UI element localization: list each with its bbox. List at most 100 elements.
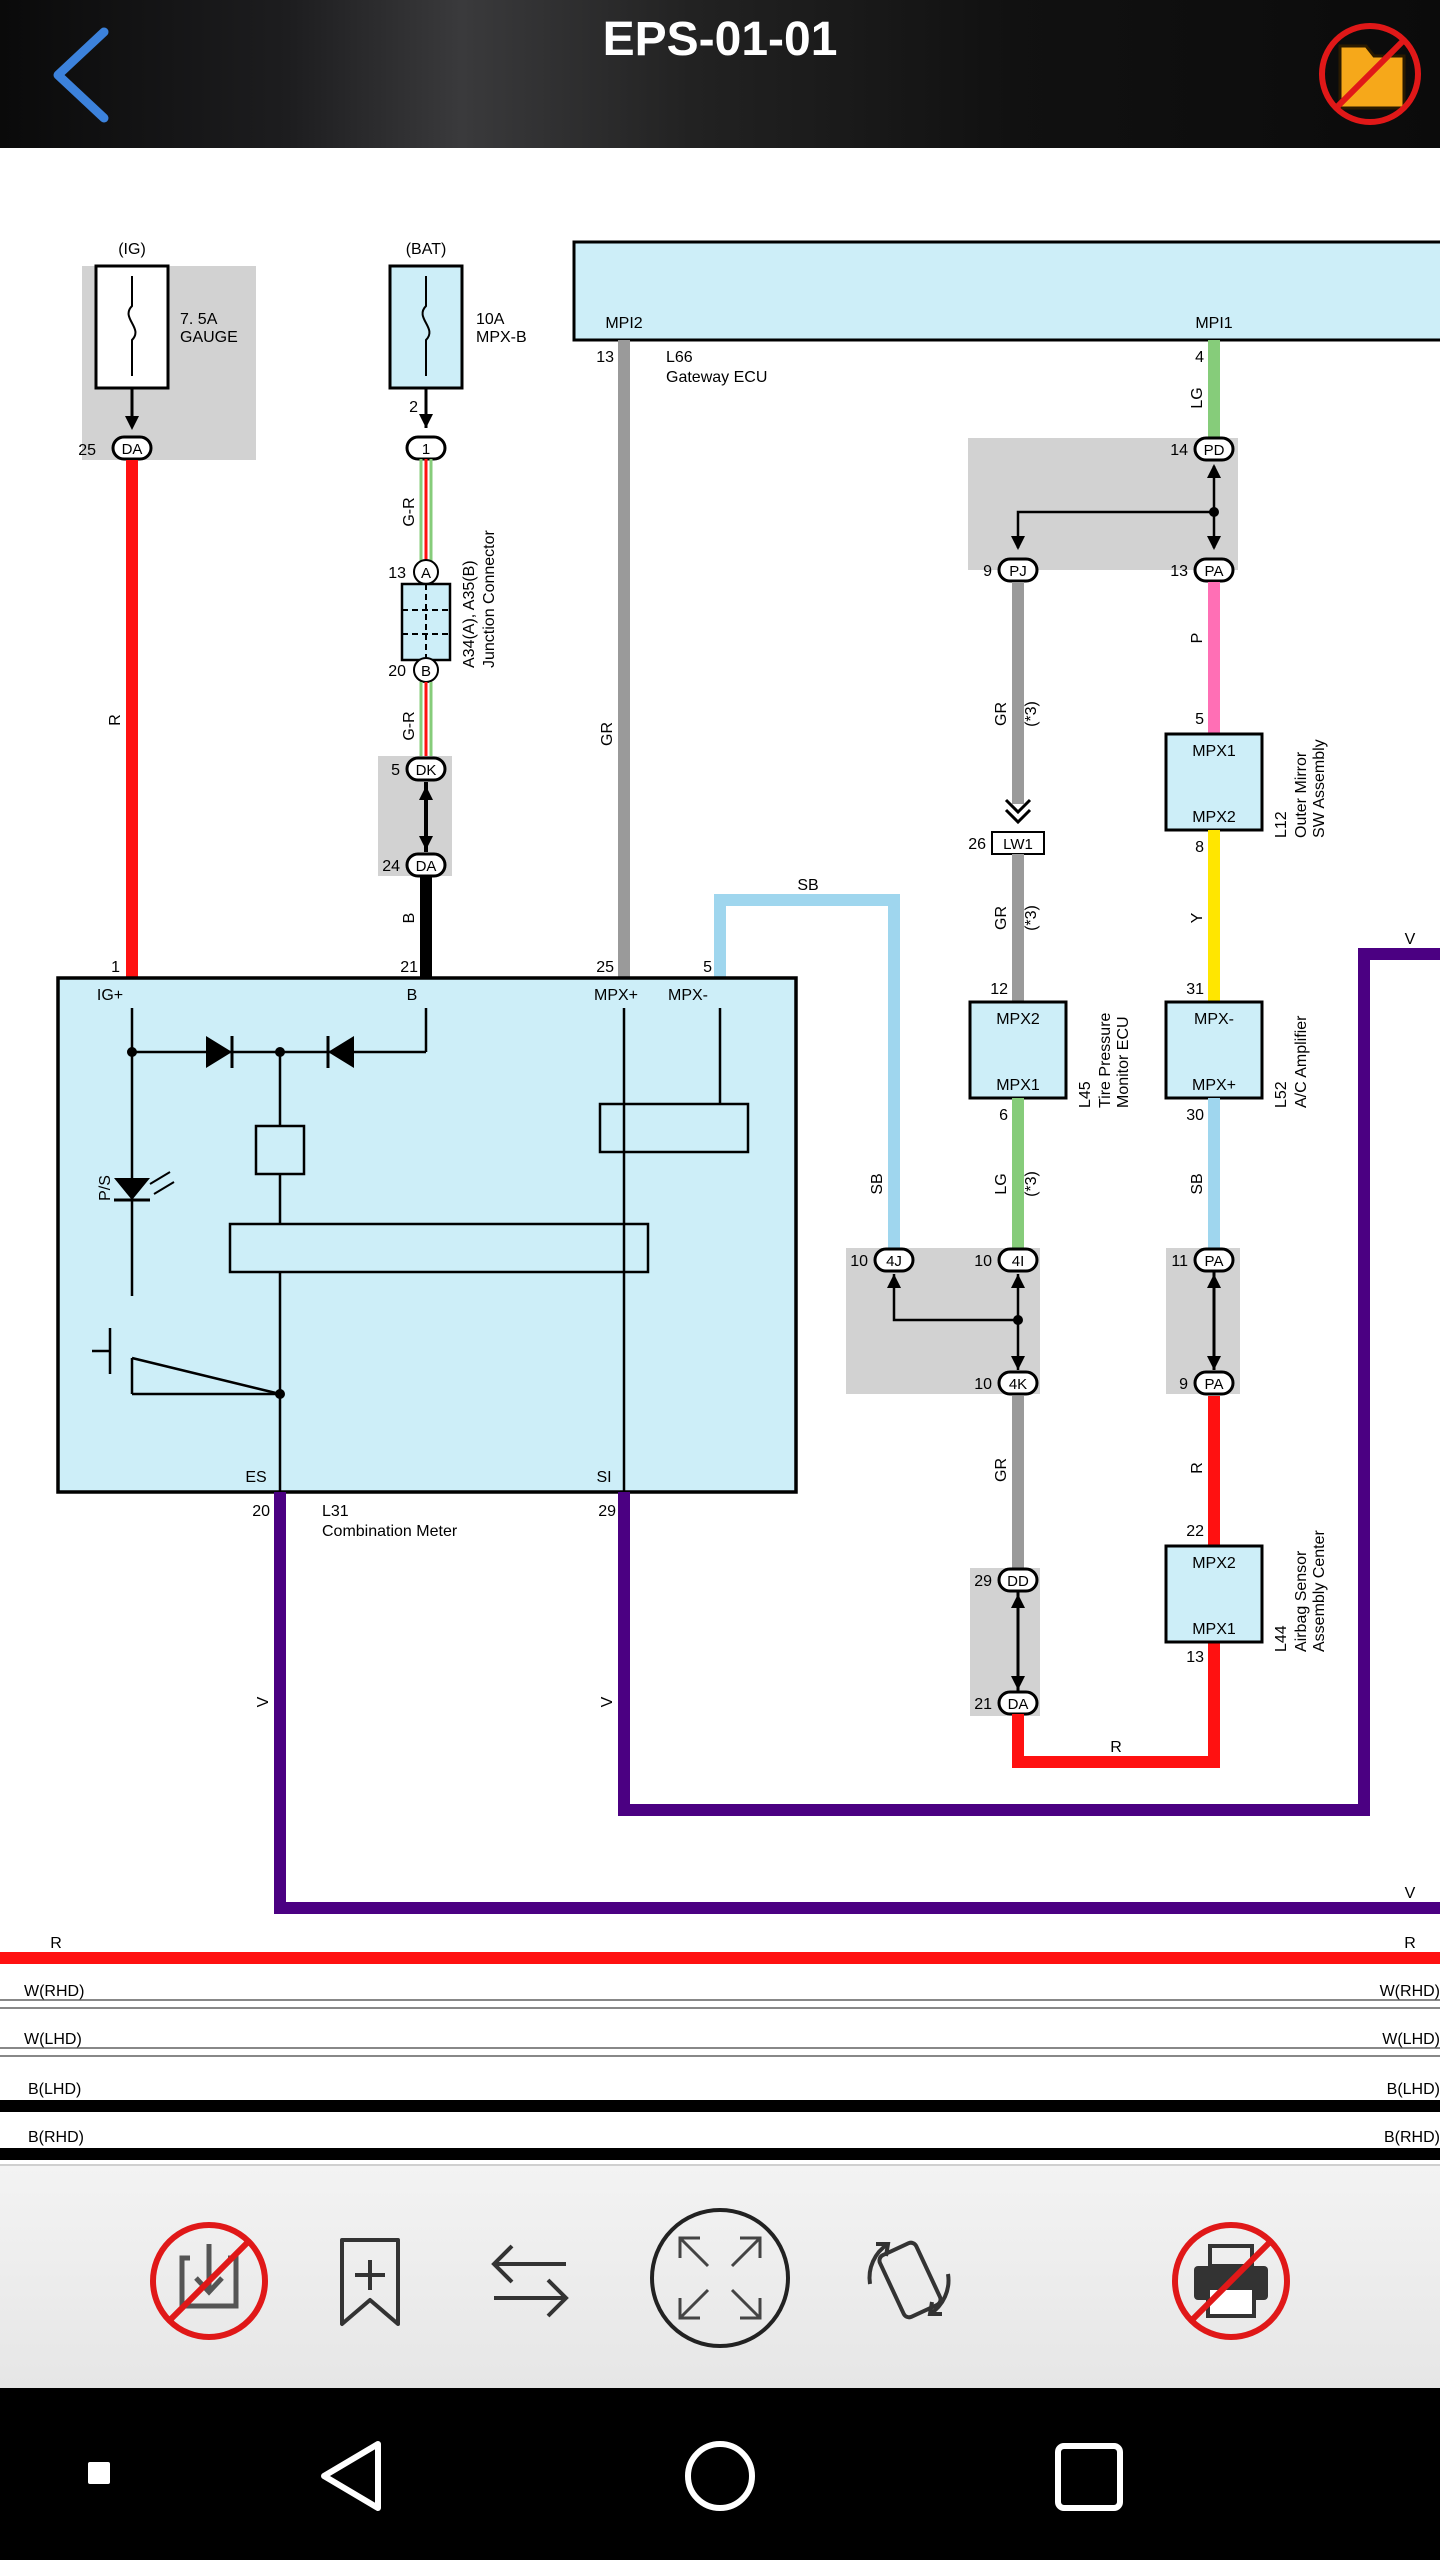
back-icon: [321, 2441, 381, 2511]
mirror-code: L12: [1273, 811, 1290, 838]
da2-connector: DA: [416, 858, 437, 875]
dd-connector: DD: [1007, 1573, 1029, 1590]
meter-pin-igp: IG+: [97, 987, 123, 1004]
ac-amplifier: [1164, 1000, 1264, 1100]
wire-note-2: (*3): [1023, 905, 1040, 931]
bus-b-rhd-left-label: B(RHD): [28, 2129, 84, 2146]
wire-label-gr-3: GR: [993, 906, 1010, 930]
nav-home-button[interactable]: [684, 2440, 756, 2512]
swap-button[interactable]: [486, 2232, 574, 2328]
wire-label-r-3: R: [1189, 1462, 1206, 1474]
download-disabled-button[interactable]: [146, 2218, 272, 2344]
fuse-bat-name: MPX-B: [476, 329, 527, 346]
ac-num-mpxm: 31: [1186, 981, 1204, 998]
mirror-num-mpx1: 5: [1195, 711, 1204, 728]
tpms-num-mpx2: 12: [990, 981, 1008, 998]
tpms-num-mpx1: 6: [999, 1107, 1008, 1124]
airbag-pin-mpx1: MPX1: [1192, 1621, 1236, 1638]
bus-r-left-label: R: [50, 1935, 62, 1952]
pj-pin: 9: [983, 563, 992, 580]
meter-num-mpxp: 25: [596, 959, 614, 976]
bus-w-lhd-right-label: W(LHD): [1382, 2031, 1440, 2048]
meter-ps-label: P/S: [97, 1175, 114, 1201]
lw1-connector: LW1: [1003, 836, 1033, 853]
print-disabled-button[interactable]: [1168, 2218, 1294, 2344]
download-disabled-icon: [150, 2222, 268, 2340]
wire-label-p: P: [1189, 633, 1206, 644]
junction-conn-a: A: [421, 565, 431, 582]
bottom-toolbar: [0, 2164, 1440, 2392]
airbag-name-1: Airbag Sensor: [1293, 1550, 1310, 1652]
recent-small-icon: [88, 2462, 110, 2484]
tpms-pin-mpx1: MPX1: [996, 1077, 1040, 1094]
back-button[interactable]: [36, 20, 126, 130]
4j-connector: 4J: [886, 1253, 902, 1270]
meter-pin-si: SI: [596, 1469, 611, 1486]
mirror-name-2: SW Assembly: [1311, 739, 1328, 838]
tpms-pin-mpx2: MPX2: [996, 1011, 1040, 1028]
pd-pin: 14: [1170, 442, 1188, 459]
meter-num-igp: 1: [111, 959, 120, 976]
app-header: EPS-01-01: [0, 0, 1440, 148]
meter-code: L31: [322, 1503, 349, 1520]
mirror-pin-mpx2: MPX2: [1192, 809, 1236, 826]
tpms-name-1: Tire Pressure: [1097, 1012, 1114, 1108]
folder-disabled-icon: [1319, 23, 1421, 125]
wiring-diagram[interactable]: (IG) 7. 5A GAUGE 25 DA (BAT) 10A MPX-B 2…: [0, 148, 1440, 2164]
junction-conn-b: B: [421, 663, 431, 680]
meter-num-es: 20: [252, 1503, 270, 1520]
nav-back-button[interactable]: [316, 2438, 388, 2514]
recent-small-button[interactable]: [86, 2460, 114, 2488]
ac-pin-mpxm: MPX-: [1194, 1011, 1234, 1028]
meter-pin-mpxp: MPX+: [594, 987, 638, 1004]
combination-meter: [56, 976, 798, 1494]
da3-connector: DA: [1008, 1696, 1029, 1713]
rotate-button[interactable]: [856, 2224, 962, 2334]
4j-pin: 10: [850, 1253, 868, 1270]
rotate-icon: [867, 2240, 951, 2320]
wire-label-gr-4: GR: [993, 1458, 1010, 1482]
bus-w-rhd-left-label: W(RHD): [24, 1983, 84, 2000]
wire-note-3: (*3): [1023, 1171, 1040, 1197]
folder-disabled-button[interactable]: [1310, 14, 1430, 134]
wire-label-v-3: V: [1405, 931, 1416, 948]
pa2-top-pin: 11: [1171, 1253, 1188, 1270]
nav-overview-button[interactable]: [1054, 2442, 1124, 2512]
bus-b-lhd-right-label: B(LHD): [1387, 2081, 1440, 2098]
page-title: EPS-01-01: [602, 13, 838, 66]
pa2-top-connector: PA: [1205, 1253, 1224, 1270]
pd-connector: PD: [1204, 442, 1225, 459]
lw1-pin: 26: [968, 836, 986, 853]
gateway-pin-mpi1: MPI1: [1195, 315, 1232, 332]
wire-v-es: [274, 1492, 1440, 1914]
bookmark-add-button[interactable]: [330, 2226, 410, 2336]
wire-r-airbag: [1012, 1642, 1220, 1768]
4k-connector: 4K: [1009, 1376, 1027, 1393]
bus-r-right-label: R: [1404, 1935, 1416, 1952]
wire-v-si: [618, 948, 1440, 1816]
dd-pin: 29: [974, 1573, 992, 1590]
pa-pin: 13: [1170, 563, 1188, 580]
tpms-name-2: Monitor ECU: [1115, 1016, 1132, 1108]
bus-b-lhd-left-label: B(LHD): [28, 2081, 81, 2098]
fullscreen-button[interactable]: [648, 2206, 792, 2350]
pa2-bottom-pin: 9: [1179, 1376, 1188, 1393]
fuse-bat-connector: 1: [422, 441, 430, 458]
wire-label-r-2: R: [1110, 1739, 1122, 1756]
meter-pin-b: B: [407, 987, 418, 1004]
fuse-ig-name: GAUGE: [180, 329, 238, 346]
wire-label-sb-3: SB: [1189, 1173, 1206, 1194]
dk-pin: 5: [391, 762, 400, 779]
gateway-num-mpi1: 4: [1195, 349, 1204, 366]
wire-label-lg-2: LG: [993, 1173, 1010, 1194]
gateway-num-mpi2: 13: [596, 349, 614, 366]
ac-num-mpxp: 30: [1186, 1107, 1204, 1124]
pj-connector: PJ: [1009, 563, 1027, 580]
wire-note-1: (*3): [1023, 701, 1040, 727]
4i-connector: 4I: [1012, 1253, 1025, 1270]
overview-icon: [1055, 2443, 1123, 2511]
fuse-bat-source: (BAT): [406, 241, 447, 258]
mirror-name-1: Outer Mirror: [1293, 751, 1310, 838]
wire-label-r: R: [107, 714, 124, 726]
wire-label-gr-1: GR: [599, 722, 616, 746]
